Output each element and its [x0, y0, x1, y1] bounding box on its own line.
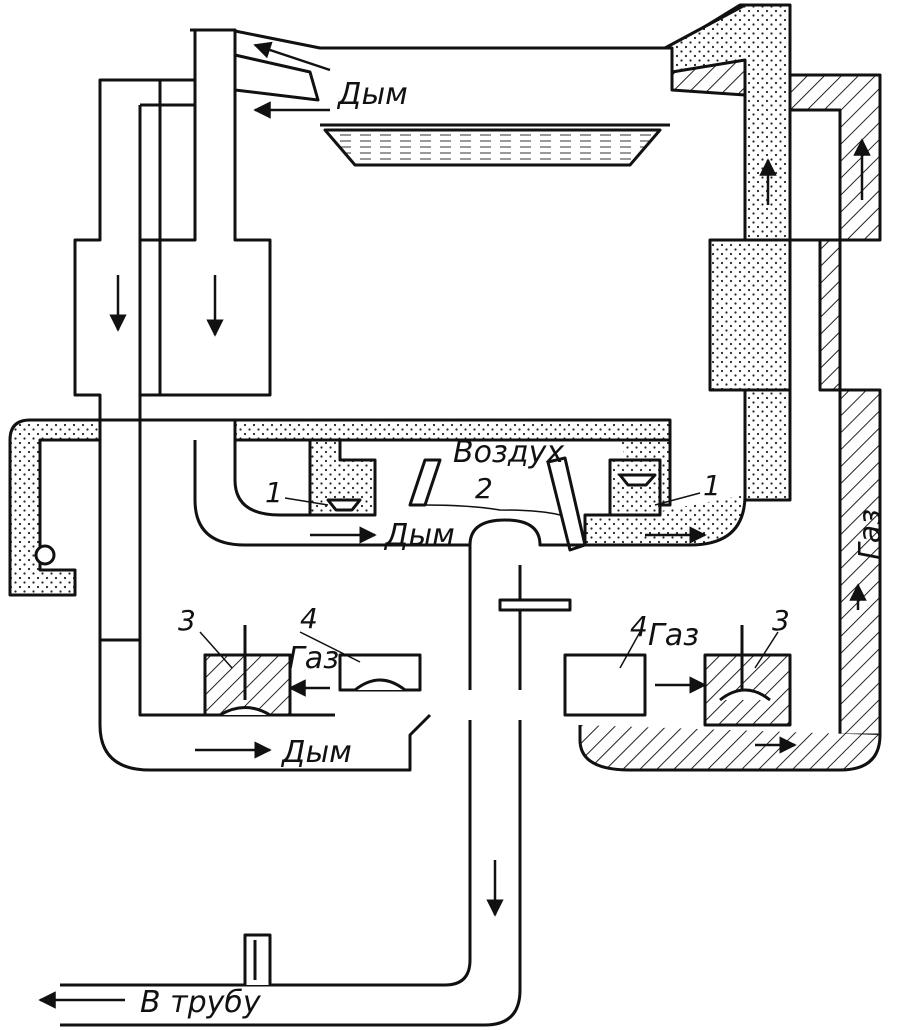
reversing-valve-left: [98, 625, 432, 772]
marker-1-right: 1: [703, 469, 721, 502]
label-gas-left: Газ: [288, 641, 339, 676]
marker-4-right: 4: [630, 610, 648, 643]
leader-lines: [199, 492, 779, 669]
furnace-hearth: [190, 3, 792, 242]
label-air: Воздух: [453, 435, 564, 470]
marker-4-left: 4: [300, 602, 318, 635]
marker-3-right: 3: [772, 604, 790, 637]
label-gas-right: Газ: [648, 618, 699, 653]
chimney-flue: [60, 720, 522, 1027]
marker-3-left: 3: [178, 604, 196, 637]
marker-1-left: 1: [265, 476, 283, 509]
label-smoke-top: Дым: [336, 77, 408, 112]
smoke-manifold: [193, 440, 585, 690]
flow-arrows: [38, 41, 871, 1009]
left-smoke-uptake: [73, 28, 272, 642]
valve-1-left: [308, 438, 377, 517]
reversing-valve-right: [563, 625, 882, 772]
label-to-chimney: В трубу: [140, 985, 262, 1020]
valve-1-right: [608, 458, 662, 517]
marker-2: 2: [475, 472, 493, 505]
right-gas-uptake: [708, 73, 882, 737]
label-gas-vertical: Газ: [853, 509, 888, 560]
label-smoke-middle: Дым: [383, 518, 455, 553]
label-smoke-bottom: Дым: [280, 735, 352, 770]
